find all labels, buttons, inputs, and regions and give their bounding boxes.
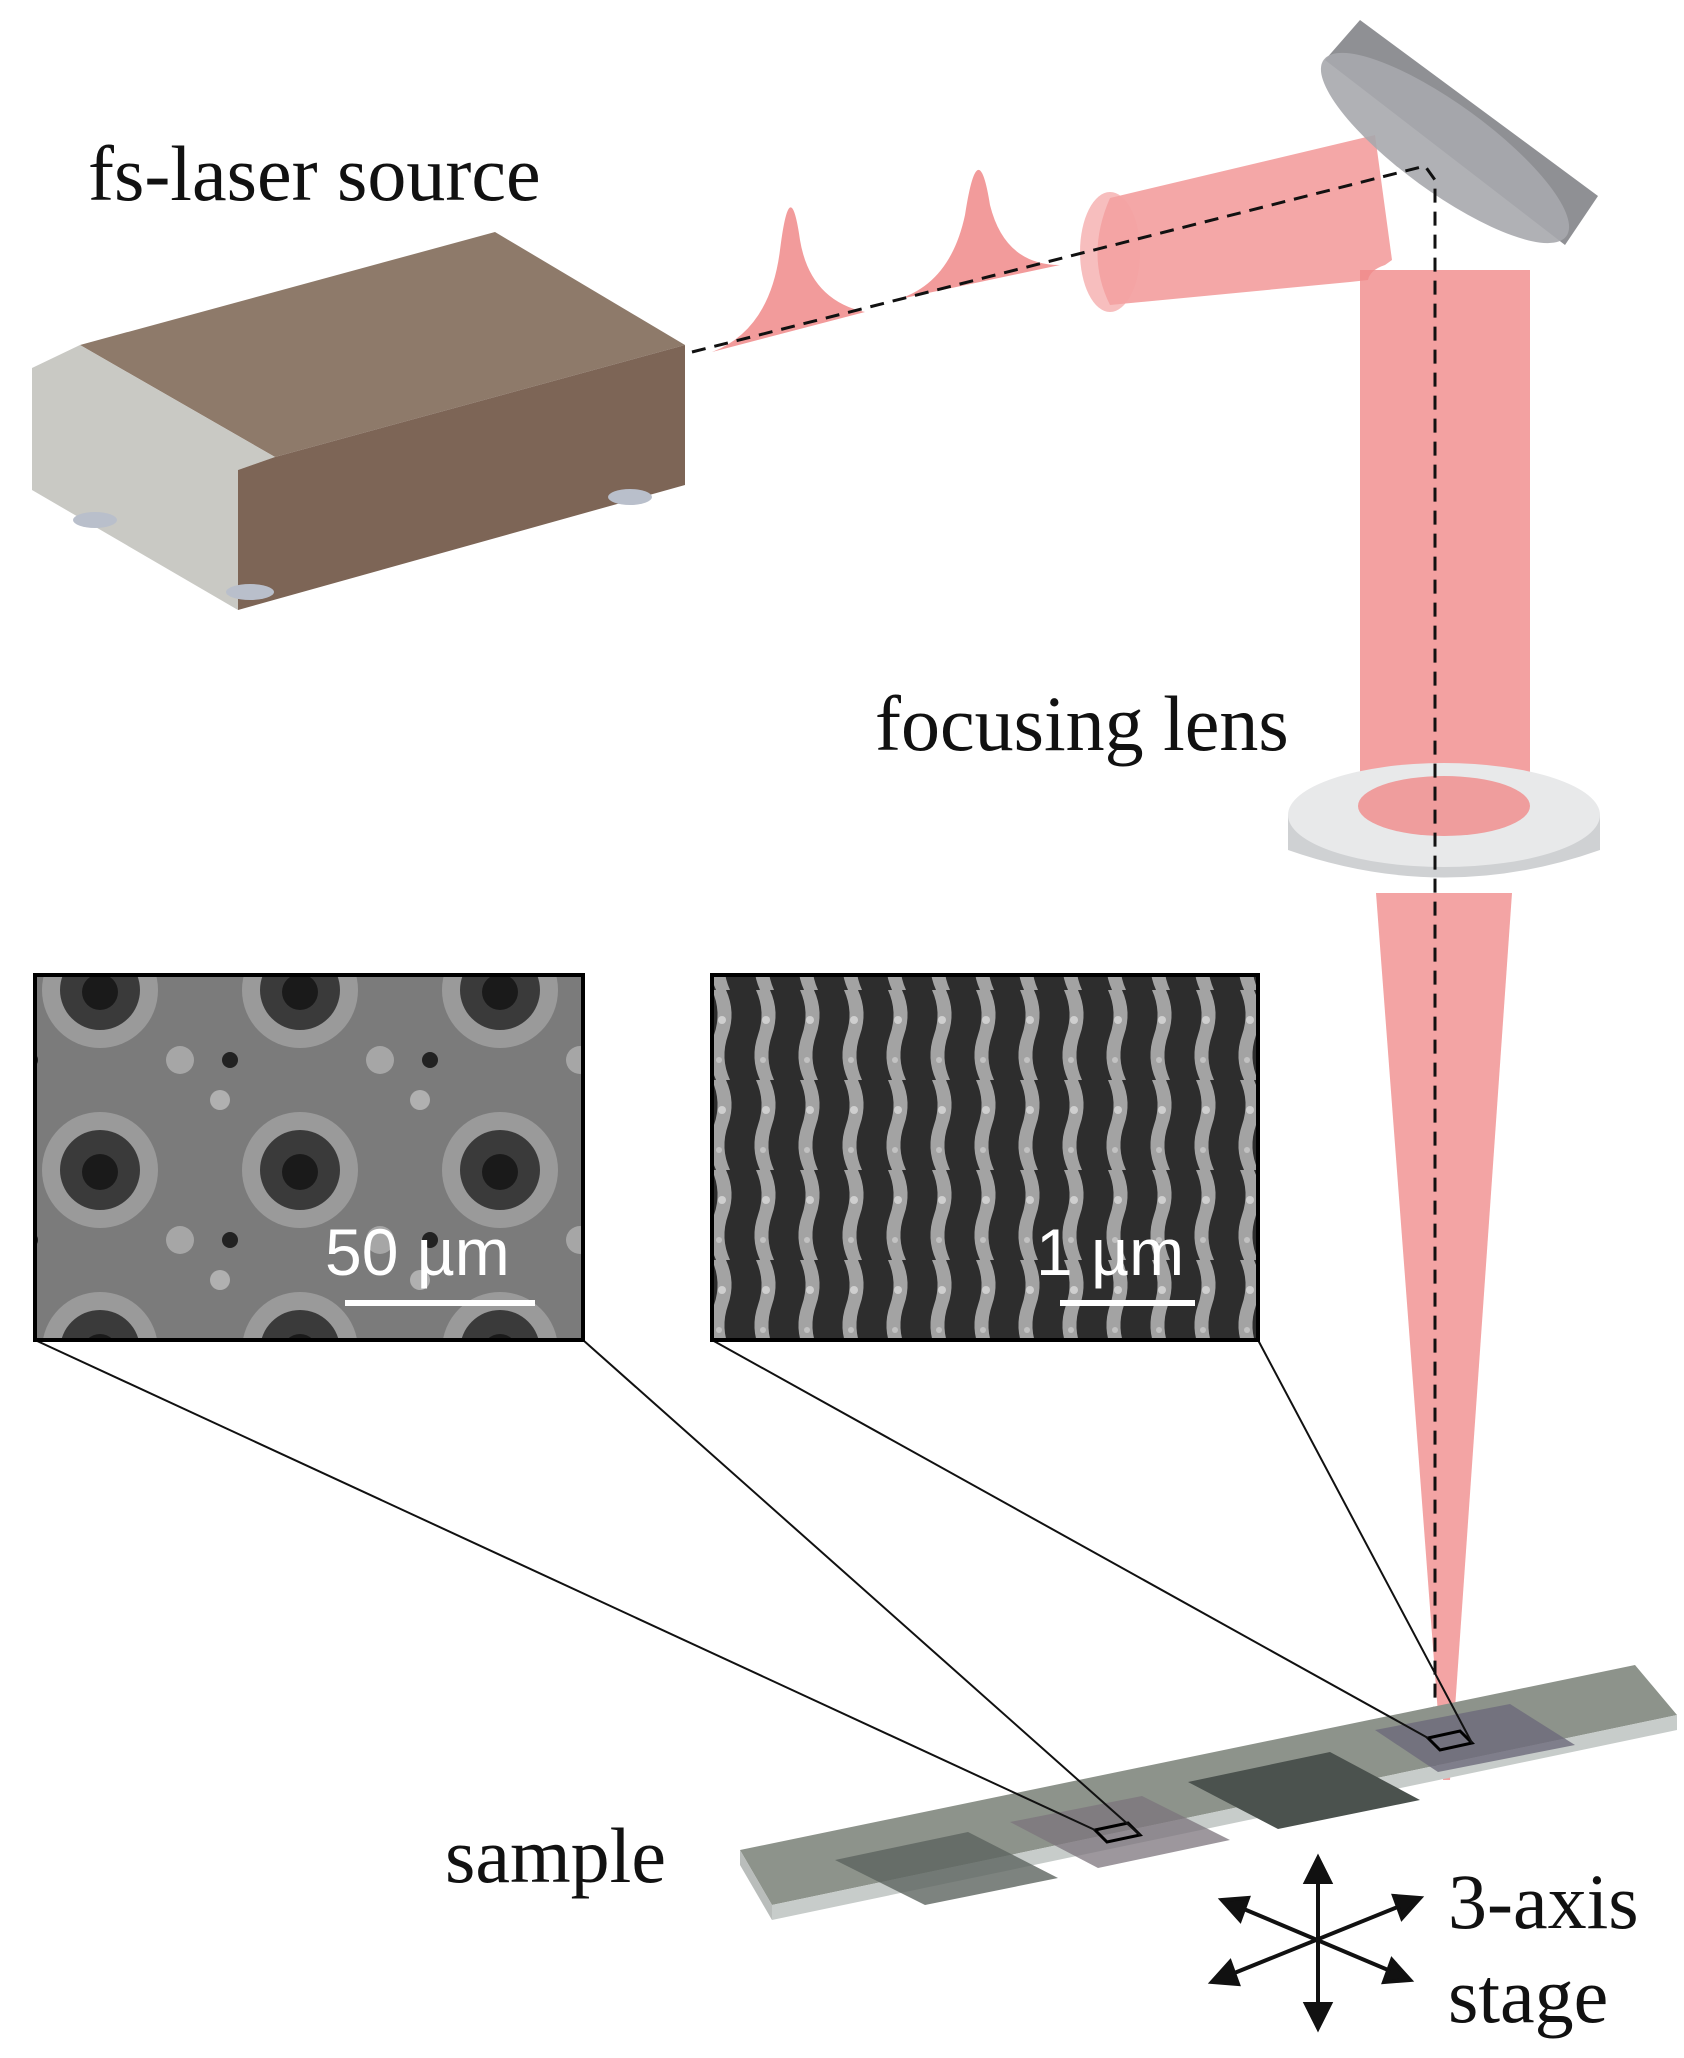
scale-label-left: 50 µm (325, 1215, 510, 1289)
sem-inset-left: 50 µm (33, 973, 585, 1342)
laser-pulse-1 (712, 207, 865, 352)
sample-patch-1 (835, 1832, 1058, 1905)
vertical-beam (1360, 270, 1530, 810)
zoom-lines (34, 1339, 1473, 1836)
sample-patch-2 (1010, 1796, 1230, 1868)
sample-patch-4 (1375, 1704, 1575, 1772)
label-laser-source: fs-laser source (88, 130, 541, 217)
label-focusing-lens: focusing lens (875, 680, 1289, 767)
laser-source-box (32, 232, 685, 610)
horizontal-beam (1097, 135, 1392, 305)
laser-pulse-2 (895, 169, 1060, 300)
beam-front-cap (1080, 192, 1140, 312)
focusing-lens (1288, 763, 1600, 878)
laser-foot (73, 512, 117, 528)
three-axis-arrows-icon (1207, 1853, 1425, 2033)
sample-plate (740, 1665, 1677, 1920)
sem-inset-right: 1 µm (710, 973, 1260, 1342)
laser-top-face (80, 232, 685, 457)
label-stage-line2: stage (1448, 1952, 1608, 2039)
focused-beam (1376, 893, 1512, 1780)
label-sample: sample (445, 1812, 666, 1899)
sample-patch-3 (1188, 1752, 1420, 1829)
mirror (1320, 20, 1598, 245)
beam-axis-dashed (691, 164, 1437, 1778)
label-stage-line1: 3-axis (1448, 1858, 1639, 1945)
laser-front-face (238, 345, 685, 610)
laser-foot (608, 489, 652, 505)
laser-side-face (32, 345, 275, 610)
scale-label-right: 1 µm (1036, 1215, 1184, 1289)
laser-foot (226, 584, 274, 600)
